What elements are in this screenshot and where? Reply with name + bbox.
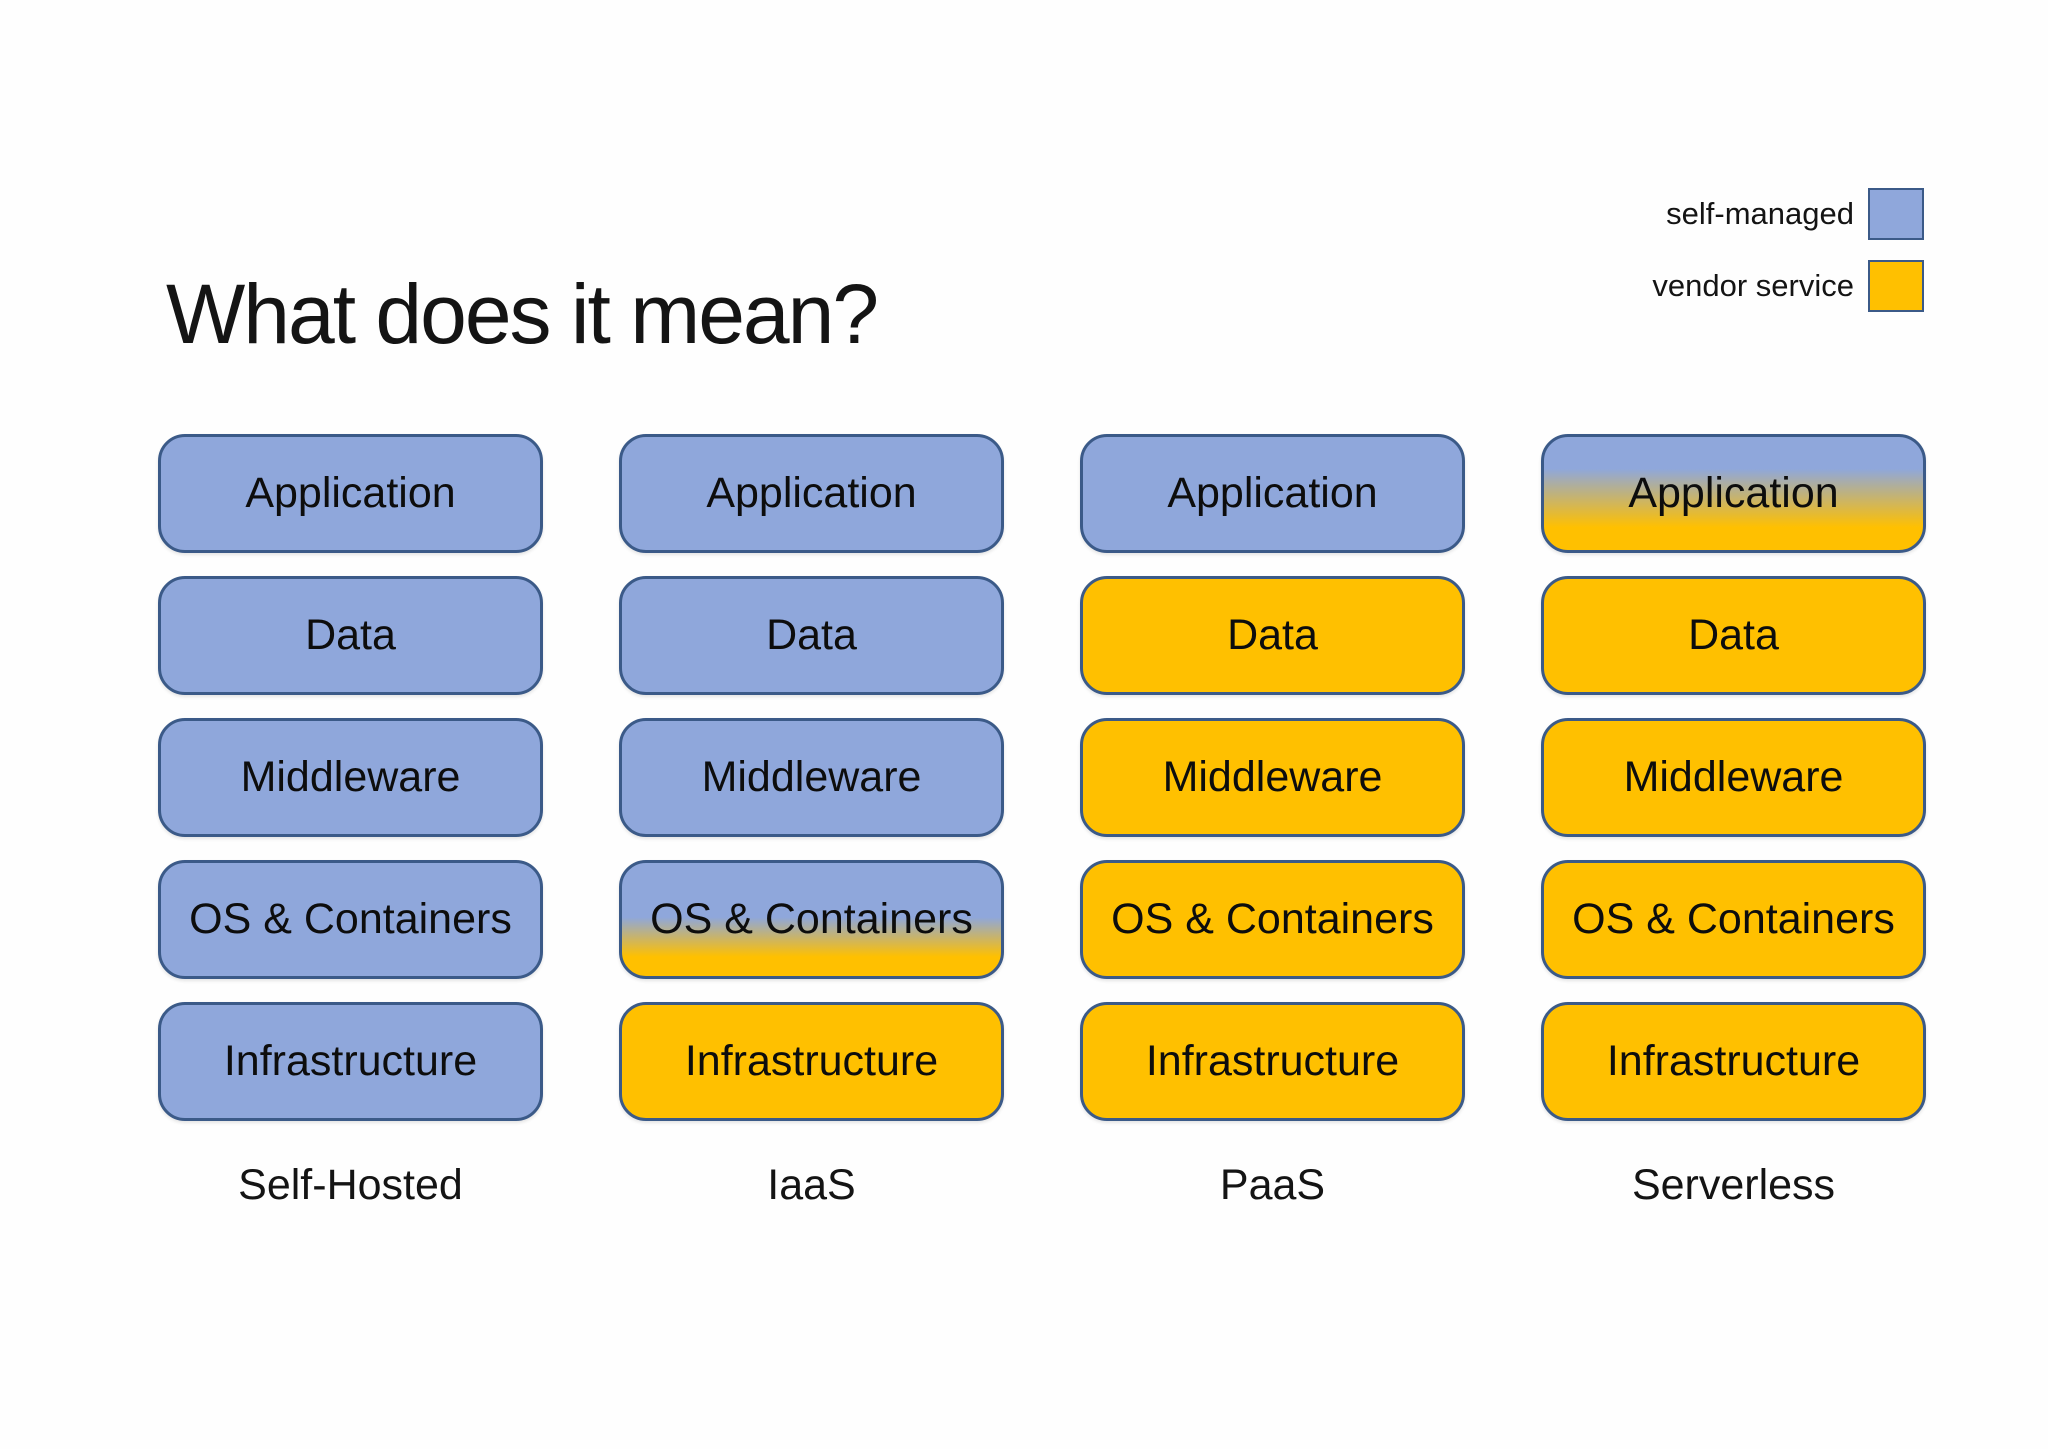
layer-box: Application	[1541, 434, 1926, 553]
layer-box: Infrastructure	[619, 1002, 1004, 1121]
legend: self-managed vendor service	[1652, 188, 1924, 312]
layer-box: Application	[1080, 434, 1465, 553]
legend-label-self-managed: self-managed	[1666, 196, 1854, 231]
column-label: Self-Hosted	[238, 1161, 463, 1209]
layer-box: Infrastructure	[158, 1002, 543, 1121]
layer-box: Data	[1541, 576, 1926, 695]
layer-box: Application	[619, 434, 1004, 553]
legend-color-swatch-self-managed	[1868, 188, 1924, 240]
layer-box: Data	[1080, 576, 1465, 695]
column-label: IaaS	[767, 1161, 856, 1209]
layer-box: Middleware	[1080, 718, 1465, 837]
legend-item-self-managed: self-managed	[1666, 188, 1924, 240]
layer-box: Middleware	[158, 718, 543, 837]
layer-box: Application	[158, 434, 543, 553]
legend-label-vendor-service: vendor service	[1652, 268, 1854, 303]
legend-color-swatch-vendor-service	[1868, 260, 1924, 312]
slide-title: What does it mean?	[166, 267, 879, 361]
layer-box: OS & Containers	[158, 860, 543, 979]
layer-box: OS & Containers	[1541, 860, 1926, 979]
column-label: PaaS	[1219, 1161, 1326, 1209]
layer-box: Data	[619, 576, 1004, 695]
column-label: Serverless	[1631, 1161, 1836, 1209]
layer-box: Infrastructure	[1541, 1002, 1926, 1121]
layer-box: Infrastructure	[1080, 1002, 1465, 1121]
legend-item-vendor-service: vendor service	[1652, 260, 1924, 312]
layer-box: OS & Containers	[619, 860, 1004, 979]
layer-box: OS & Containers	[1080, 860, 1465, 979]
layer-box: Data	[158, 576, 543, 695]
layer-box: Middleware	[619, 718, 1004, 837]
layer-box: Middleware	[1541, 718, 1926, 837]
